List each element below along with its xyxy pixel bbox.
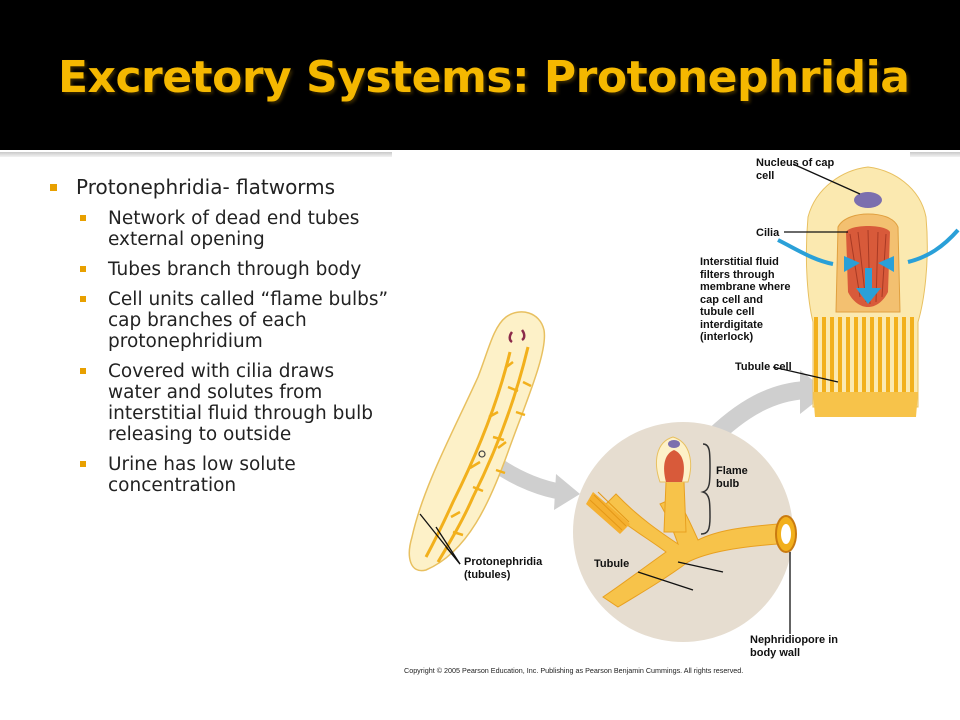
flatworm-body	[408, 311, 546, 572]
sub-bullet-flame-bulbs: Cell units called “flame bulbs” cap bran…	[80, 289, 390, 352]
title-divider-left	[0, 152, 392, 157]
bullet-marker	[50, 184, 57, 191]
bullet-marker	[80, 461, 86, 467]
copyright-notice: Copyright © 2005 Pearson Education, Inc.…	[404, 666, 744, 675]
label-interstitial-fluid: Interstitial fluid filters through membr…	[700, 256, 791, 343]
bullet-marker	[80, 266, 86, 272]
sub-bullet-text: Cell units called “flame bulbs” cap bran…	[108, 289, 389, 352]
flow-arrow-down-shaft	[865, 268, 872, 290]
label-tubule: Tubule	[594, 558, 630, 570]
leader-lines	[419, 163, 861, 634]
label-protonephridia: Protonephridia (tubules)	[464, 556, 543, 581]
flow-arrow-left	[844, 256, 860, 272]
cap-cell-nucleus	[854, 192, 882, 208]
label-nucleus: Nucleus of cap cell	[756, 157, 835, 182]
label-cilia: Cilia	[756, 227, 780, 239]
small-flame-bulb	[656, 436, 711, 535]
sub-bullet-urine: Urine has low solute concentration	[80, 454, 390, 496]
sub-bullet-network: Network of dead end tubes external openi…	[80, 208, 390, 250]
sub-bullet-branch: Tubes branch through body	[80, 259, 390, 280]
enlarged-flame-bulb	[777, 166, 960, 417]
zoom-arrow-lower-head	[554, 474, 580, 510]
sub-bullet-text: Urine has low solute concentration	[108, 454, 296, 496]
flow-arrow-down-head	[856, 288, 881, 304]
flow-arrow-right	[878, 256, 894, 272]
figure-illustration	[408, 163, 960, 642]
bullet-text: Protonephridia- flatworms	[76, 175, 336, 199]
protonephridia-figure: Nucleus of cap cell Cilia Interstitial f…	[398, 152, 960, 690]
sub-bullet-text: Covered with cilia draws water and solut…	[108, 361, 373, 445]
label-nephridiopore: Nephridiopore in body wall	[750, 634, 838, 659]
bullet-marker	[80, 215, 86, 221]
bullet-marker	[80, 368, 86, 374]
bullet-protonephridia: Protonephridia- flatworms	[50, 176, 390, 199]
sub-bullet-text: Tubes branch through body	[108, 259, 362, 280]
bullet-marker	[80, 296, 86, 302]
sub-bullet-cilia: Covered with cilia draws water and solut…	[80, 361, 390, 445]
label-tubule-cell: Tubule cell	[735, 361, 792, 373]
title-divider-right	[910, 152, 960, 157]
slide-title: Excretory Systems: Protonephridia	[58, 52, 910, 103]
flatworm	[408, 311, 546, 572]
sub-bullet-text: Network of dead end tubes external openi…	[108, 208, 360, 250]
title-bar	[0, 0, 960, 150]
bullet-list: Protonephridia- flatworms Network of dea…	[50, 176, 390, 496]
label-flame-bulb: Flame bulb	[716, 465, 748, 490]
